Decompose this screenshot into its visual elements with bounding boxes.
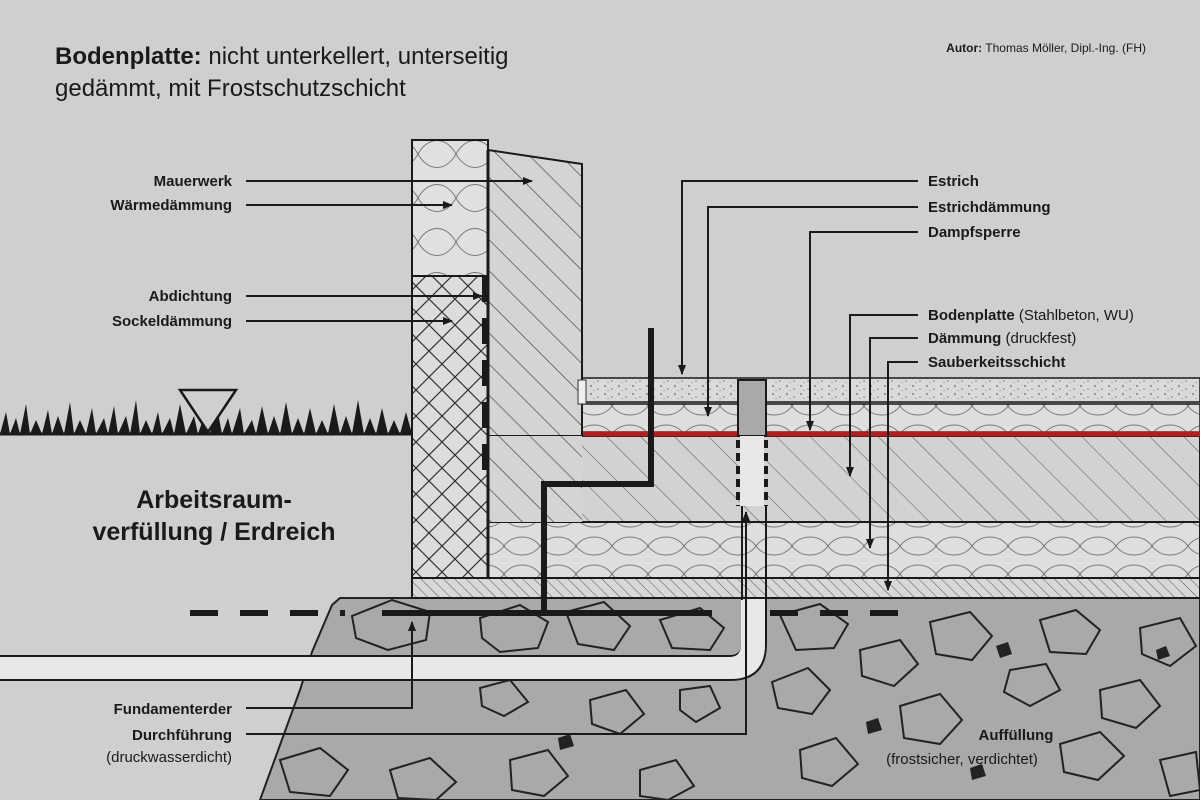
label-daemmung: Dämmung (druckfest) xyxy=(928,330,1076,347)
diagram-title-line2: gedämmt, mit Frostschutzschicht xyxy=(55,75,406,102)
pipe xyxy=(0,508,767,681)
ground-surface xyxy=(0,388,412,436)
label-auffuellung-detail: (frostsicher, verdichtet) xyxy=(886,751,1038,768)
label-durchfuehrung: Durchführung xyxy=(132,727,232,744)
diagram-title: Bodenplatte: nicht unterkellert, unterse… xyxy=(55,43,509,70)
label-auffuellung: Auffüllung xyxy=(979,727,1054,744)
label-waermedaemmung: Wärmedämmung xyxy=(110,197,232,214)
mauerwerk-block xyxy=(487,148,583,437)
leader-lines xyxy=(246,177,918,735)
gravel-fill xyxy=(258,597,1200,800)
label-mauerwerk: Mauerwerk xyxy=(154,173,233,190)
daemmung-layer xyxy=(487,521,1200,579)
label-bodenplatte: Bodenplatte (Stahlbeton, WU) xyxy=(928,307,1134,324)
label-arbeitsraum-line1: Arbeitsraum- xyxy=(136,486,292,514)
label-dampfsperre: Dampfsperre xyxy=(928,224,1021,241)
sockeldaemmung-block xyxy=(411,275,489,579)
sauberkeitsschicht-layer xyxy=(411,577,1200,599)
label-sockeldaemmung: Sockeldämmung xyxy=(112,313,232,330)
bodenplatte-layer xyxy=(487,435,1200,523)
title-line1: nicht unterkellert, unterseitig xyxy=(202,43,509,70)
author-credit: Autor: Thomas Möller, Dipl.-Ing. (FH) xyxy=(946,41,1146,55)
estrich-layer xyxy=(581,377,1200,403)
estrichdaemmung-layer xyxy=(581,403,1200,433)
ground-level-symbol xyxy=(177,388,239,435)
label-estrichdaemmung: Estrichdämmung xyxy=(928,199,1051,216)
title-bold: Bodenplatte: xyxy=(55,43,202,70)
author-label: Autor: xyxy=(946,41,982,55)
label-abdichtung: Abdichtung xyxy=(149,288,232,305)
fundamenterder-connector xyxy=(541,328,654,613)
label-sauberkeitsschicht: Sauberkeitsschicht xyxy=(928,354,1066,371)
label-arbeitsraum-line2: verfüllung / Erdreich xyxy=(92,518,335,546)
label-durchfuehrung-detail: (druckwasserdicht) xyxy=(106,749,232,766)
label-estrich: Estrich xyxy=(928,173,979,190)
waermedaemmung-block xyxy=(411,139,489,277)
author-name: Thomas Möller, Dipl.-Ing. (FH) xyxy=(982,41,1146,55)
label-fundamenterder: Fundamenterder xyxy=(114,701,233,718)
